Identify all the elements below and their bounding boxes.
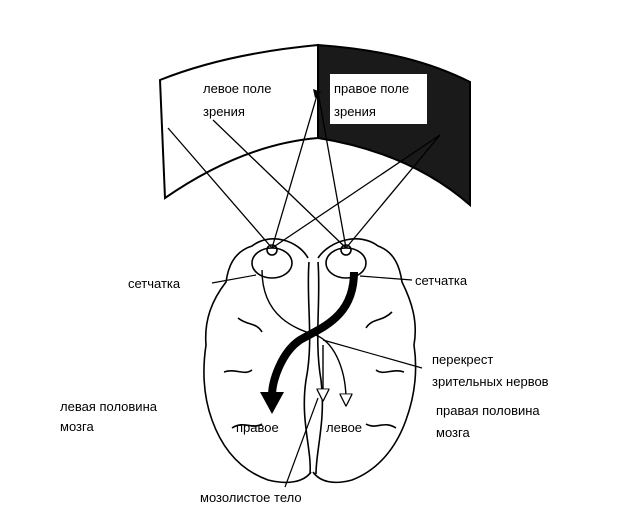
retina-right-label: сетчатка [415, 273, 468, 288]
right-visual-field [317, 43, 471, 208]
left-eye-to-right-hemisphere-pathway [261, 269, 346, 400]
right-field-label-box [330, 74, 427, 124]
left-arrow-label: левое [326, 420, 362, 435]
left-half-label-line1: левая половина [60, 399, 158, 414]
right-field-label-line1: правое поле [334, 81, 409, 96]
right-half-label-line2: мозга [436, 425, 470, 440]
fixation-arrowhead [313, 89, 321, 98]
retina-left-label: сетчатка [128, 276, 181, 291]
left-field-label-line1: левое поле [203, 81, 271, 96]
right-field-label-line2: зрения [334, 104, 376, 119]
chiasm-label-line1: перекрест [432, 352, 493, 367]
right-arrow-label: правое [236, 420, 279, 435]
left-visual-field [158, 43, 319, 200]
brain-outline [203, 238, 417, 484]
left-field-label-line2: зрения [203, 104, 245, 119]
right-eye [325, 244, 367, 279]
leader-lines [211, 274, 423, 488]
light-rays [167, 91, 441, 249]
right-eye-to-left-hemisphere-pathway [268, 271, 358, 397]
visual-field-screen [158, 43, 471, 208]
left-half-label-line2: мозга [60, 419, 94, 434]
corpus-callosum-label: мозолистое тело [200, 490, 302, 505]
left-eye [251, 244, 293, 279]
bold-arrowhead [260, 392, 284, 414]
right-half-label-line1: правая половина [436, 403, 540, 418]
chiasm-label-line2: зрительных нервов [432, 374, 549, 389]
